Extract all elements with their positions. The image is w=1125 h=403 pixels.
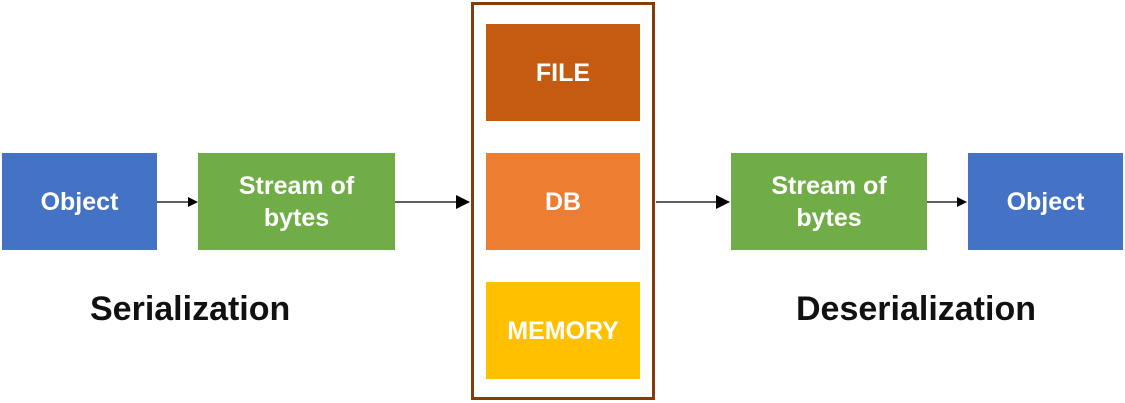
storage-file-box: FILE (486, 24, 640, 121)
deserialized-stream-box: Stream of bytes (731, 153, 927, 250)
storage-group-frame (471, 2, 655, 400)
serialized-stream-box: Stream of bytes (198, 153, 395, 250)
target-object-box: Object (968, 153, 1123, 250)
storage-db-box: DB (486, 153, 640, 250)
serialization-caption: Serialization (90, 290, 291, 328)
source-object-box: Object (2, 153, 157, 250)
storage-memory-box: MEMORY (486, 282, 640, 379)
deserialization-caption: Deserialization (796, 290, 1036, 328)
